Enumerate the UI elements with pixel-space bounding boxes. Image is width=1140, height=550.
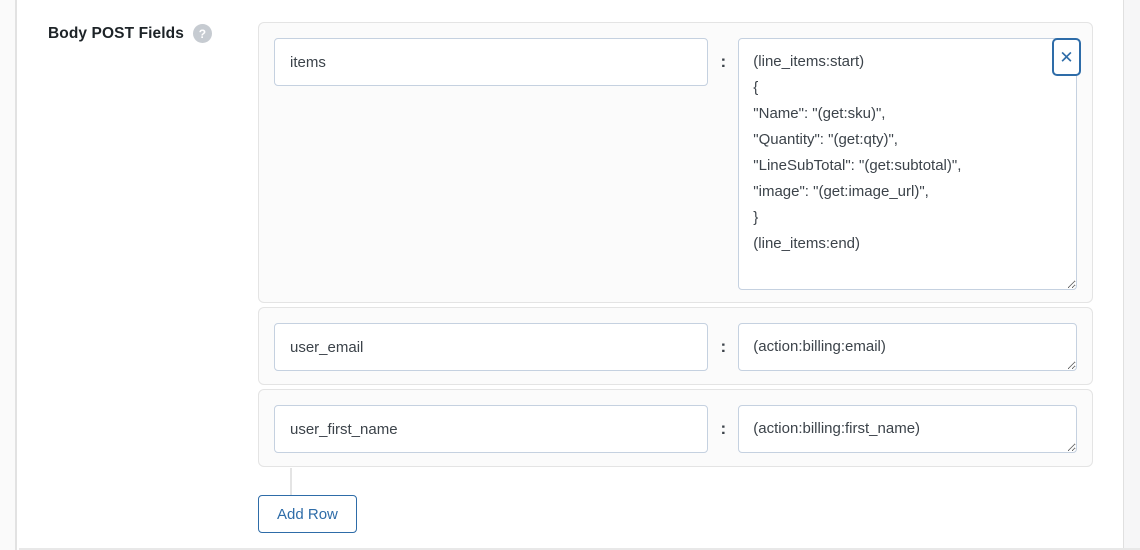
repeater-row-items: : (line_items:start) { "Name": "(get:sku… bbox=[258, 22, 1093, 303]
repeater-row-user-first-name: : (action:billing:first_name) bbox=[258, 389, 1093, 467]
key-input-user-first-name[interactable] bbox=[274, 405, 709, 453]
key-value-separator: : bbox=[720, 337, 727, 356]
value-textarea-user-email[interactable]: (action:billing:email) bbox=[738, 323, 1077, 371]
panel-bottom-border bbox=[19, 548, 1140, 550]
key-input-items[interactable] bbox=[274, 38, 709, 86]
help-icon[interactable]: ? bbox=[192, 24, 212, 43]
page-right-gutter bbox=[1123, 0, 1140, 550]
panel-left-border bbox=[0, 0, 17, 550]
key-value-separator: : bbox=[720, 52, 727, 71]
field-label: Body POST Fields bbox=[48, 24, 184, 42]
close-icon: ✕ bbox=[1059, 47, 1074, 67]
key-input-user-email[interactable] bbox=[274, 323, 709, 371]
add-row-button[interactable]: Add Row bbox=[258, 495, 357, 533]
body-post-fields-repeater: : (line_items:start) { "Name": "(get:sku… bbox=[258, 22, 1093, 471]
key-value-separator: : bbox=[720, 419, 727, 438]
field-label-group: Body POST Fields ? bbox=[48, 24, 212, 43]
remove-row-button[interactable]: ✕ bbox=[1052, 38, 1081, 76]
value-textarea-user-first-name[interactable]: (action:billing:first_name) bbox=[738, 405, 1077, 453]
repeater-row-user-email: : (action:billing:email) bbox=[258, 307, 1093, 385]
repeater-connector-line bbox=[290, 468, 292, 495]
value-textarea-items[interactable]: (line_items:start) { "Name": "(get:sku)"… bbox=[738, 38, 1077, 290]
